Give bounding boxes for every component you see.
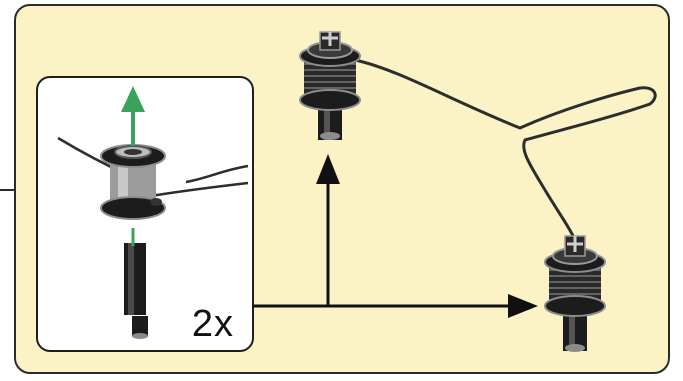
inset-drawing: [57, 86, 249, 339]
string-icon: [354, 58, 657, 241]
green-up-arrow-icon: [121, 86, 145, 246]
quantity-label: 2x: [191, 303, 234, 345]
sub-assembly-callout: 2x: [36, 76, 254, 352]
pulley-drum-icon: [544, 235, 606, 352]
pulley-drum-icon: [299, 31, 361, 140]
black-arrow-icon: [254, 154, 538, 318]
